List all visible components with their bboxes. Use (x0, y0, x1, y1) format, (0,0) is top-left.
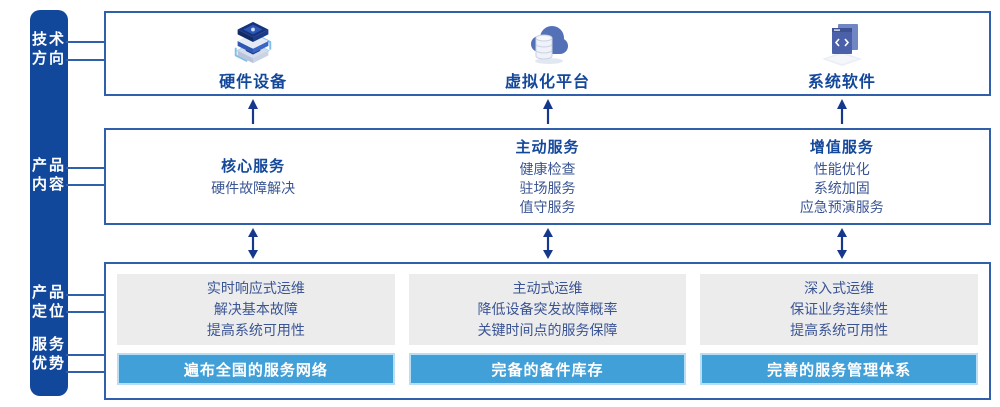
service-item: 应急预演服务 (799, 198, 884, 215)
advantage-bar: 遍布全国的服务网络 (117, 353, 395, 385)
rail-label-line: 产品 (31, 284, 66, 301)
service-item: 值守服务 (519, 198, 576, 215)
positioning-points: 深入式运维 保证业务连续性 提高系统可用性 (700, 274, 979, 346)
code-window-icon (821, 24, 862, 66)
advantage-bar: 完善的服务管理体系 (700, 353, 979, 385)
tech-item-label: 硬件设备 (219, 74, 288, 91)
positioning-points: 实时响应式运维 解决基本故障 提高系统可用性 (117, 274, 395, 346)
positioning-panel: 实时响应式运维 解决基本故障 提高系统可用性 遍布全国的服务网络 主动式运维 降… (104, 262, 991, 400)
service-col-title: 核心服务 (221, 157, 286, 175)
positioning-col-realtime: 实时响应式运维 解决基本故障 提高系统可用性 遍布全国的服务网络 (117, 274, 395, 385)
rail-label-line: 定位 (31, 303, 66, 320)
connector-line (66, 59, 106, 61)
service-item: 驻场服务 (519, 179, 576, 196)
tech-item-hardware: 硬件设备 (106, 13, 400, 94)
positioning-point: 提高系统可用性 (206, 322, 305, 339)
tech-item-label: 虚拟化平台 (504, 74, 590, 91)
rail-label-product-content: 产品 内容 (30, 156, 68, 194)
rail-label-line: 优势 (31, 355, 66, 372)
service-item: 系统加固 (813, 179, 870, 196)
positioning-point: 实时响应式运维 (206, 280, 305, 297)
rail-label-service-advantage: 服务 优势 (30, 335, 68, 373)
arrow-double-vertical-icon (837, 228, 847, 259)
service-item: 硬件故障解决 (211, 179, 296, 196)
rail-label-line: 服务 (31, 336, 66, 353)
advantage-bar: 完备的备件库存 (408, 353, 687, 385)
tech-item-system-software: 系统软件 (695, 13, 989, 94)
connector-line (66, 167, 106, 169)
positioning-point: 降低设备突发故障概率 (477, 301, 618, 318)
rail-label-product-positioning: 产品 定位 (30, 283, 68, 321)
service-col-core: 核心服务 硬件故障解决 (106, 130, 400, 223)
service-col-value-added: 增值服务 性能优化 系统加固 应急预演服务 (695, 130, 989, 223)
rail-label-tech-direction: 技术 方向 (30, 30, 68, 68)
positioning-point: 解决基本故障 (213, 301, 298, 318)
cloud-database-icon (531, 26, 569, 64)
positioning-point: 提高系统可用性 (790, 322, 889, 339)
arrow-up-icon (248, 99, 258, 124)
arrow-up-icon (837, 99, 847, 124)
arrow-double-vertical-icon (248, 228, 258, 259)
positioning-point: 主动式运维 (512, 280, 583, 297)
server-stack-icon (234, 21, 272, 64)
positioning-col-deep: 深入式运维 保证业务连续性 提高系统可用性 完善的服务管理体系 (700, 274, 979, 385)
connector-line (66, 311, 106, 313)
rail-label-line: 内容 (31, 176, 66, 193)
rail-label-line: 产品 (31, 157, 66, 174)
product-content-panel: 核心服务 硬件故障解决 主动服务 健康检查 驻场服务 值守服务 增值服务 性能优… (104, 128, 991, 225)
service-item: 健康检查 (519, 160, 576, 177)
tech-item-label: 系统软件 (807, 74, 876, 91)
positioning-col-proactive: 主动式运维 降低设备突发故障概率 关键时间点的服务保障 完备的备件库存 (408, 274, 687, 385)
connector-line (66, 184, 106, 186)
connector-line (66, 354, 106, 356)
service-col-title: 增值服务 (809, 138, 874, 156)
rail-label-line: 方向 (31, 50, 66, 67)
connector-line (66, 294, 106, 296)
arrow-up-icon (543, 99, 553, 124)
service-col-proactive: 主动服务 健康检查 驻场服务 值守服务 (400, 130, 694, 223)
connector-line (66, 41, 106, 43)
positioning-point: 保证业务连续性 (790, 301, 889, 318)
positioning-point: 深入式运维 (804, 280, 875, 297)
service-col-title: 主动服务 (515, 138, 580, 156)
tech-direction-panel: 硬件设备 虚拟化平台 (104, 11, 991, 96)
tech-item-virtualization: 虚拟化平台 (400, 13, 694, 94)
service-item: 性能优化 (813, 160, 870, 177)
connector-line (66, 371, 106, 373)
category-rail: 技术 方向 产品 内容 产品 定位 服务 优势 (30, 10, 68, 396)
positioning-point: 关键时间点的服务保障 (477, 322, 618, 339)
rail-label-line: 技术 (31, 31, 66, 48)
positioning-points: 主动式运维 降低设备突发故障概率 关键时间点的服务保障 (408, 274, 687, 346)
arrow-double-vertical-icon (543, 228, 553, 259)
